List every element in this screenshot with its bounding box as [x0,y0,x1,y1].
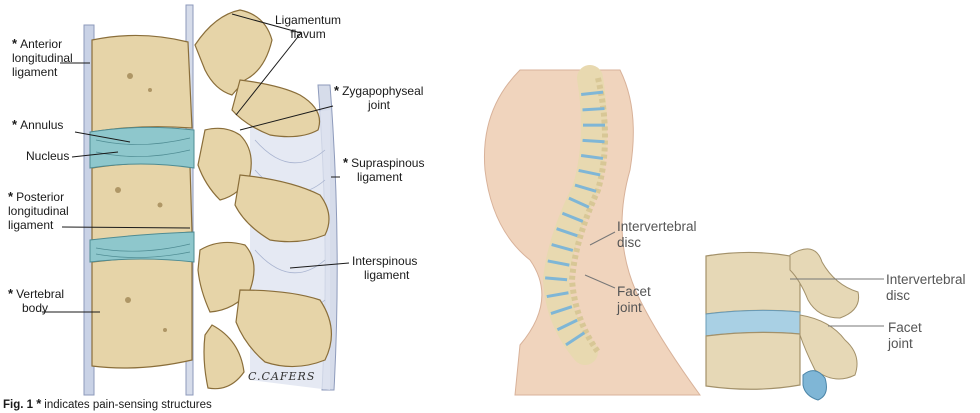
label-detail-intervertebral-disc: Intervertebral disc [886,272,966,303]
spine-column [542,65,608,365]
left-leader-lines [42,13,350,313]
spine-disc-stripe [561,211,584,223]
spine-disc-stripe [556,318,578,332]
spine-disc-stripe [581,90,604,97]
artist-signature: C.CAFERS [248,370,316,383]
right-leader-lines [584,231,884,327]
label-detail-facet-joint: Facet joint [888,320,922,351]
label-spine-facet-joint: Facet joint [617,284,651,315]
label-supraspinous-ligament: *Supraspinous ligament [343,155,425,184]
label-ligamentum-flavum: Ligamentum flavum [275,13,342,41]
label-annulus: *Annulus [12,117,64,132]
detail-vertebra [705,248,860,401]
spine-disc-stripe [578,168,601,177]
label-spine-intervertebral-disc: Intervertebral disc [617,219,697,250]
spine-disc-stripe [574,183,597,193]
vertebral-bodies [91,34,193,369]
label-posterior-longitudinal-ligament: *Posterior longitudinal ligament [8,189,69,232]
label-zygapophyseal-joint: *Zygapophyseal joint [334,83,424,112]
spine-disc-stripe [565,331,586,347]
spine-disc-stripe [580,154,604,160]
spine-disc-stripe [547,259,570,267]
spine-disc-stripe [551,243,574,252]
body-silhouette [483,69,701,396]
spine-disc-stripe [582,138,605,144]
spine-disc-stripe [568,196,590,209]
label-interspinous-ligament: Interspinous ligament [352,254,418,282]
label-vertebral-body: *Vertebral body [8,286,65,315]
spine-disc-stripe [550,305,573,315]
posterior-elements [194,9,333,390]
spine-disc-stripe [545,276,568,282]
label-nucleus: Nucleus [26,149,70,163]
left-discs [89,126,195,263]
spine-disc-stripe [556,227,578,238]
figure-caption: Fig. 1 *indicates pain-sensing structure… [3,396,212,411]
spine-disc-stripe [582,107,605,112]
spine-disc-stripe [546,291,569,299]
spine-discs [545,90,605,347]
spine-disc-stripe [582,123,605,127]
label-anterior-longitudinal-ligament: *Anterior longitudinal ligament [12,36,73,79]
